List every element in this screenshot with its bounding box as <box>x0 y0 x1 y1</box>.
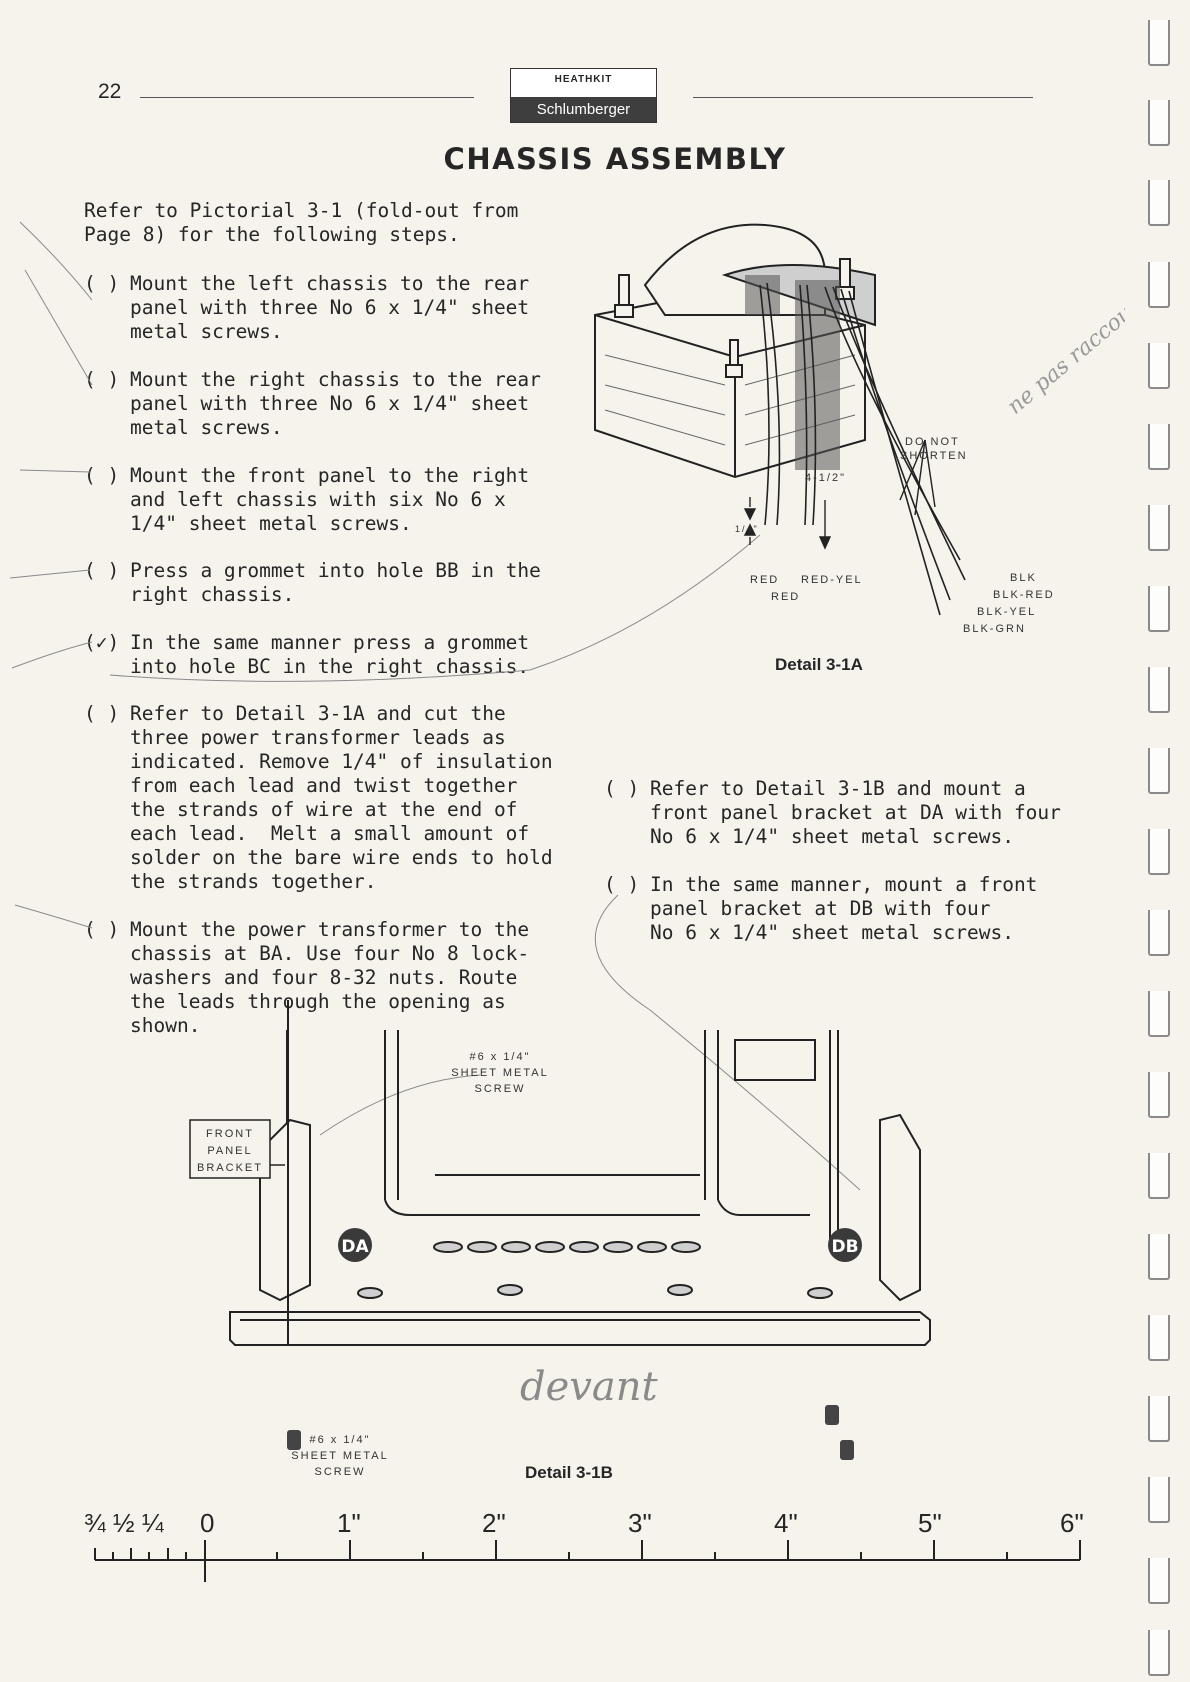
bracket-label-front: FRONT <box>206 1128 254 1140</box>
binder-hole <box>1148 1234 1170 1280</box>
screw-bottom-screw: SCREW <box>315 1466 366 1478</box>
handwritten-note: ne pas raccourcir <box>1003 274 1125 420</box>
binder-hole <box>1148 829 1170 875</box>
label-wire-blk-yel: BLK-YEL <box>977 606 1036 618</box>
bracket-label-bracket: BRACKET <box>197 1162 263 1174</box>
transformer-illustration: Detail 3-1A DO NOT SHORTEN 1/4" 4-1/2" R… <box>594 223 1125 674</box>
binder-hole <box>1148 100 1170 146</box>
step-6: ( ) Refer to Detail 3-1A and cut the thr… <box>84 702 553 894</box>
binder-hole <box>1148 1477 1170 1523</box>
screw-icon <box>840 1440 854 1460</box>
page-title: CHASSIS ASSEMBLY <box>443 142 787 176</box>
label-wire-blk-red: BLK-RED <box>993 589 1055 601</box>
step-text: Mount the right chassis to the rear pane… <box>130 368 541 439</box>
ruler-mark-1: 1" <box>337 1508 361 1538</box>
step-checkbox[interactable]: ( ) <box>84 368 120 391</box>
step-checkbox[interactable]: ( ) <box>604 777 640 800</box>
binder-hole <box>1148 20 1170 66</box>
binder-hole <box>1148 1396 1170 1442</box>
ruler-zero: 0 <box>200 1508 215 1538</box>
step-1: ( ) Mount the left chassis to the rear p… <box>84 272 529 344</box>
binder-hole <box>1148 1630 1170 1676</box>
step-text: Refer to Detail 3-1B and mount a front p… <box>650 777 1061 848</box>
step-text: Mount the left chassis to the rear panel… <box>130 272 530 343</box>
step-checkbox[interactable]: ( ) <box>84 272 120 295</box>
page-number: 22 <box>98 80 122 103</box>
step-5: (✓) In the same manner press a grommet i… <box>84 631 529 679</box>
binder-hole <box>1148 910 1170 956</box>
step-3: ( ) Mount the front panel to the right a… <box>84 464 529 536</box>
handwritten-devant: devant <box>520 1364 658 1410</box>
label-do-not: DO NOT <box>905 436 960 448</box>
label-wire-red-2: RED <box>771 591 800 603</box>
step-checkbox[interactable]: ( ) <box>84 702 120 725</box>
screw-top-screw: SCREW <box>475 1083 526 1095</box>
step-checkbox[interactable]: ( ) <box>84 918 120 941</box>
intro-text: Refer to Pictorial 3-1 (fold-out from Pa… <box>84 199 519 246</box>
step-9: ( ) In the same manner, mount a front pa… <box>604 873 1037 945</box>
screw-icon <box>825 1405 839 1425</box>
binder-hole <box>1148 505 1170 551</box>
label-wire-blk: BLK <box>1010 572 1037 584</box>
label-shorten: SHORTEN <box>900 450 968 462</box>
header-rule-right <box>693 97 1033 98</box>
header-rule-left <box>140 97 474 98</box>
brand-logo: HEATHKIT Schlumberger <box>510 68 657 123</box>
binder-hole <box>1148 262 1170 308</box>
binder-hole <box>1148 180 1170 226</box>
step-text: In the same manner press a grommet into … <box>130 631 530 678</box>
step-text: Mount the power transformer to the chass… <box>130 918 530 1037</box>
binder-hole <box>1148 1072 1170 1118</box>
bracket-label-box <box>189 1119 271 1179</box>
step-checkbox[interactable]: ( ) <box>604 873 640 896</box>
bracket-label-panel: PANEL <box>207 1145 252 1157</box>
step-8: ( ) Refer to Detail 3-1B and mount a fro… <box>604 777 1061 849</box>
binder-hole <box>1148 667 1170 713</box>
step-4: ( ) Press a grommet into hole BB in the … <box>84 559 541 607</box>
binder-hole <box>1148 424 1170 470</box>
ruler-fractions: ¾ ½ ¼ <box>84 1508 164 1538</box>
label-wire-red-1: RED <box>750 574 779 586</box>
ruler-mark-5: 5" <box>918 1508 942 1538</box>
binder-hole <box>1148 991 1170 1037</box>
ruler-mark-4: 4" <box>774 1508 798 1538</box>
detail-a-caption: Detail 3-1A <box>775 655 863 674</box>
step-text: Mount the front panel to the right and l… <box>130 464 530 535</box>
step-7: ( ) Mount the power transformer to the c… <box>84 918 529 1038</box>
chassis-illustration: DA DB FRONT PANEL BRACKET #6 x 1/4" SHEE… <box>189 1000 931 1482</box>
screw-bottom-size: #6 x 1/4" <box>309 1434 370 1446</box>
binder-hole <box>1148 1558 1170 1604</box>
binder-hole <box>1148 1153 1170 1199</box>
screw-bottom-type: SHEET METAL <box>291 1450 388 1462</box>
step-checkbox[interactable]: ( ) <box>84 464 120 487</box>
binder-hole <box>1148 748 1170 794</box>
label-dim-short: 1/4" <box>735 524 759 534</box>
ruler-mark-2: 2" <box>482 1508 506 1538</box>
brand-top: HEATHKIT <box>554 74 613 85</box>
binder-hole <box>1148 586 1170 632</box>
brand-bottom: Schlumberger <box>511 97 656 122</box>
label-db: DB <box>831 1237 858 1257</box>
label-dim-long: 4-1/2" <box>805 472 846 484</box>
inch-ruler <box>94 1540 1081 1582</box>
step-text: In the same manner, mount a front panel … <box>650 873 1038 944</box>
step-2: ( ) Mount the right chassis to the rear … <box>84 368 541 440</box>
screw-icon <box>287 1430 301 1450</box>
label-wire-blk-grn: BLK-GRN <box>963 623 1026 635</box>
ruler-mark-3: 3" <box>628 1508 652 1538</box>
step-checkbox[interactable]: (✓) <box>84 631 120 654</box>
screw-top-type: SHEET METAL <box>451 1067 548 1079</box>
ruler-mark-6: 6" <box>1060 1508 1084 1538</box>
label-wire-red-yel: RED-YEL <box>801 574 863 586</box>
binder-hole <box>1148 1315 1170 1361</box>
detail-b-caption: Detail 3-1B <box>525 1463 613 1482</box>
label-da: DA <box>341 1237 369 1257</box>
step-text: Refer to Detail 3-1A and cut the three p… <box>130 702 553 893</box>
step-text: Press a grommet into hole BB in the righ… <box>130 559 541 606</box>
screw-top-size: #6 x 1/4" <box>469 1051 530 1063</box>
binder-hole <box>1148 343 1170 389</box>
